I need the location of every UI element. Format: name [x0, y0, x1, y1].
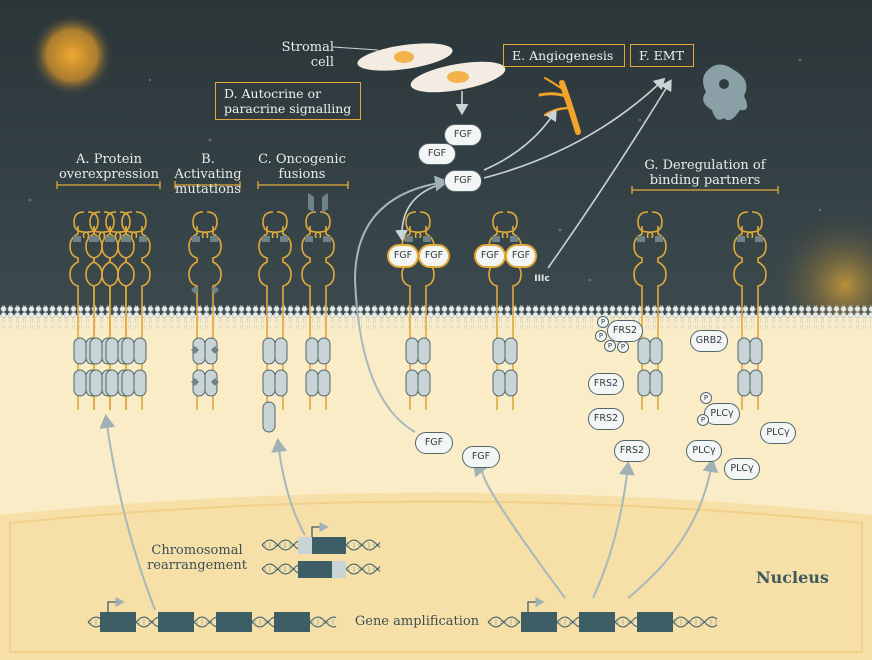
emt-label: F. EMT — [630, 44, 694, 67]
receptor-frs2 — [633, 211, 667, 410]
chromosomal-rearrangement-label: Chromosomal rearrangement — [147, 543, 247, 573]
label-brackets — [56, 181, 779, 194]
phospho-tag: P — [700, 392, 712, 404]
fgf-intracellular: FGF — [462, 446, 500, 468]
gene-amplification-label: Gene amplification — [354, 614, 480, 629]
dna-strands — [87, 539, 718, 628]
phospho-tag: P — [595, 330, 607, 342]
protein-overexpression-label: A. Protein overexpression — [58, 152, 160, 182]
emt-cell-icon — [703, 64, 748, 121]
receptor-mutated — [188, 211, 222, 410]
phospho-tag: P — [604, 340, 616, 352]
phospho-tag: P — [617, 341, 629, 353]
nuclear-envelope — [9, 500, 863, 653]
fgf-bound: FGF — [387, 244, 419, 268]
stromal-cell-label: Stromal cell — [281, 40, 334, 70]
phospho-tag: P — [597, 316, 609, 328]
receptor-overexpressed — [117, 211, 151, 410]
fgf-bound: FGF — [505, 244, 537, 268]
fgf-intracellular: FGF — [415, 432, 453, 454]
gene-blocks — [100, 537, 673, 632]
frs2: FRS2 — [607, 320, 643, 342]
fgf-ligand: FGF — [444, 124, 482, 146]
nucleus-label: Nucleus — [756, 568, 829, 587]
nucleus-region — [0, 492, 872, 660]
angiogenesis-label: E. Angiogenesis — [503, 44, 625, 67]
phospho-tag: P — [697, 414, 709, 426]
grb2: GRB2 — [690, 330, 728, 352]
plcg: PLCγ — [686, 440, 722, 462]
receptor-fusion-partner — [301, 193, 335, 410]
fgf-ligand: FGF — [418, 143, 456, 165]
receptor-plcg — [733, 211, 767, 410]
glow-top-left — [30, 13, 114, 97]
autocrine-label: D. Autocrine or paracrine signalling — [215, 82, 361, 120]
iiic-label: IIIc — [534, 274, 550, 284]
frs2: FRS2 — [588, 408, 624, 430]
promoter-arrows — [107, 521, 545, 612]
stromal-cell-shape — [357, 43, 506, 93]
frs2: FRS2 — [588, 373, 624, 395]
deregulation-label: G. Deregulation of binding partners — [644, 158, 766, 188]
plcg: PLCγ — [724, 458, 760, 480]
plcg: PLCγ — [760, 422, 796, 444]
activating-mutations-label: B. Activating mutations — [174, 152, 242, 197]
plcg: PLCγ — [704, 403, 740, 425]
receptor-fusion — [258, 211, 292, 433]
fgf-bound: FGF — [418, 244, 450, 268]
receptor-group — [69, 193, 767, 433]
stromal-leader-line — [332, 46, 379, 51]
fgf-ligand: FGF — [444, 170, 482, 192]
cell-membrane — [0, 305, 872, 329]
fgf-bound: FGF — [474, 244, 506, 268]
frs2: FRS2 — [614, 440, 650, 462]
oncogenic-fusions-label: C. Oncogenic fusions — [258, 152, 346, 182]
